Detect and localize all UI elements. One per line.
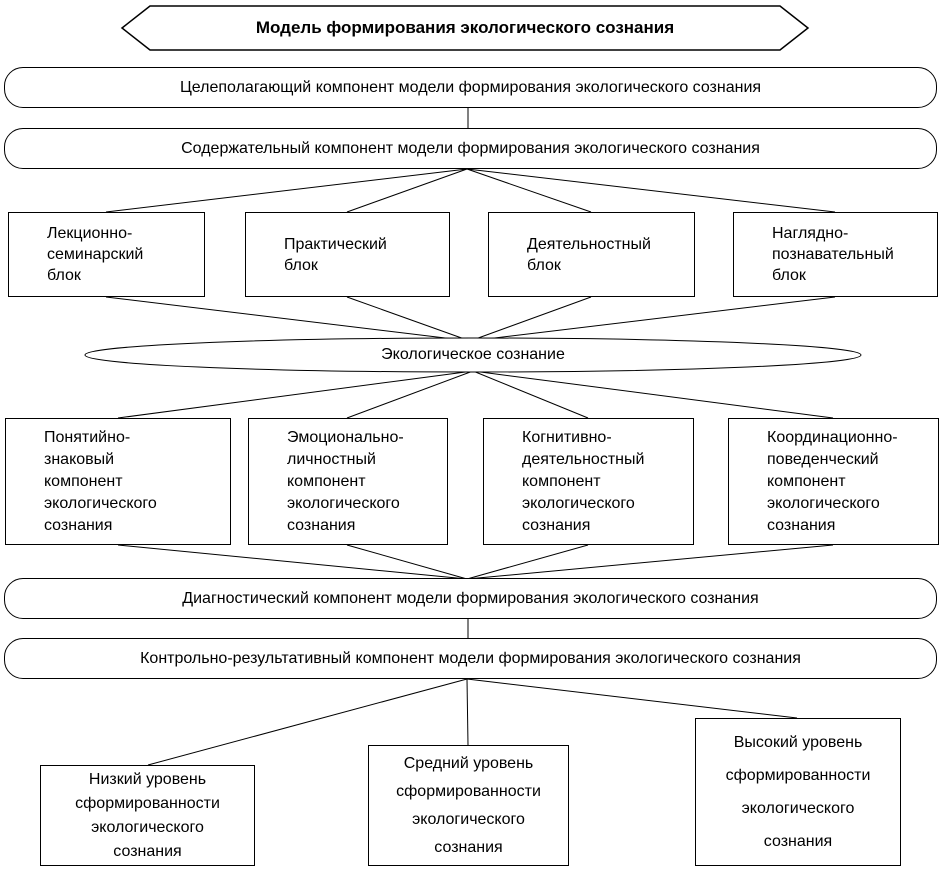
connector xyxy=(466,678,798,719)
connector xyxy=(469,296,592,342)
band-content-component: Содержательный компонент модели формиров… xyxy=(4,128,937,169)
hexagon-title-shape xyxy=(120,5,810,51)
connector xyxy=(346,296,471,342)
diagram-title: Модель формирования экологического созна… xyxy=(255,18,675,37)
ellipse-ecological-consciousness: Экологическое сознание xyxy=(381,346,565,363)
connector xyxy=(466,168,836,213)
level-medium: Средний уровень сформированности экологи… xyxy=(368,745,569,866)
block-practical: Практический блок xyxy=(245,212,450,297)
connector xyxy=(346,544,468,580)
connector xyxy=(346,168,468,213)
block-visual-cognitive: Наглядно- познавательный блок xyxy=(733,212,938,297)
component-conceptual-sign: Понятийно- знаковый компонент экологичес… xyxy=(5,418,231,545)
component-emotional-personal: Эмоционально- личностный компонент эколо… xyxy=(248,418,448,545)
band-goal-component: Целеполагающий компонент модели формиров… xyxy=(4,67,937,108)
connector xyxy=(466,544,589,580)
band-control-result-component: Контрольно-результативный компонент моде… xyxy=(4,638,937,679)
connector xyxy=(466,168,592,213)
connector xyxy=(346,370,474,419)
connector xyxy=(147,678,468,766)
component-coordination-behavioral: Координационно- поведенческий компонент … xyxy=(728,418,939,545)
ecology-ellipse-shape xyxy=(84,337,862,373)
connector xyxy=(105,296,471,342)
level-low: Низкий уровень сформированности экологич… xyxy=(40,765,255,866)
connector xyxy=(466,678,469,746)
band-diagnostic-component: Диагностический компонент модели формиро… xyxy=(4,578,937,619)
component-cognitive-activity: Когнитивно- деятельностный компонент эко… xyxy=(483,418,694,545)
connector-lines xyxy=(105,108,836,766)
block-lecture-seminar: Лекционно- семинарский блок xyxy=(8,212,205,297)
connector xyxy=(117,370,474,419)
connector xyxy=(469,296,836,342)
connector xyxy=(117,544,468,580)
level-high: Высокий уровень сформированности экологи… xyxy=(695,718,901,866)
connector xyxy=(105,168,468,213)
connector xyxy=(472,370,589,419)
block-activity: Деятельностный блок xyxy=(488,212,695,297)
connector xyxy=(472,370,834,419)
connector xyxy=(466,544,834,580)
